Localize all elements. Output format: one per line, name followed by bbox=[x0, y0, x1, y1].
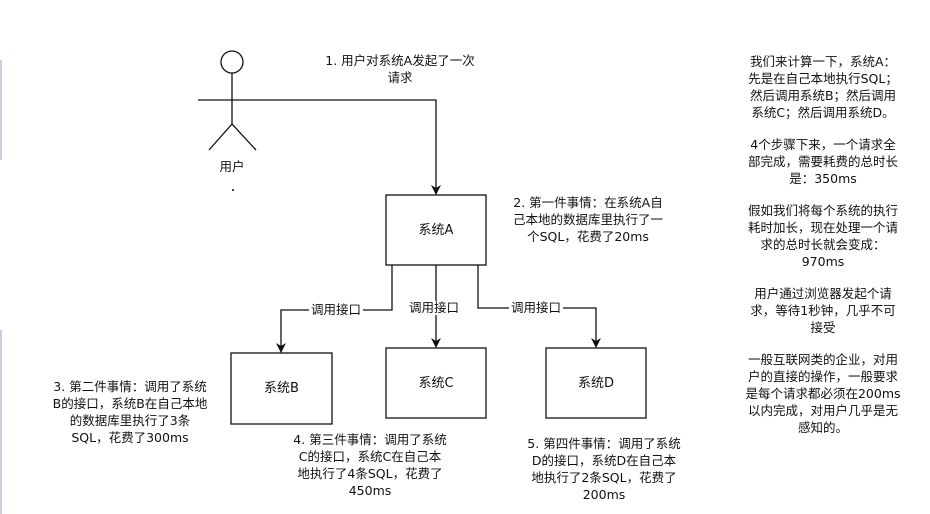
note-line: 用户通过浏览器发起个请 bbox=[754, 286, 892, 301]
explanation-notes: 我们来计算一下，系统A： 先是在自己本地执行SQL； 然后调用系统B；然后调用 … bbox=[734, 53, 912, 451]
note-longer-time: 假如我们将每个系统的执行 耗时加长，现在处理一个请 求的总时长就会变成： 970… bbox=[734, 202, 912, 270]
note-internet-requirement: 一般互联网类的企业，对用 户的直接的操作，一般要求 是每个请求都必须在200ms… bbox=[734, 351, 912, 436]
step-3-line: SQL，花费了300ms bbox=[71, 430, 189, 445]
note-line: 970ms bbox=[801, 254, 845, 269]
edge-label-a-to-c: 调用接口 bbox=[407, 300, 462, 315]
note-line: 系统C；然后调用系统D。 bbox=[751, 105, 895, 120]
note-calculation: 我们来计算一下，系统A： 先是在自己本地执行SQL； 然后调用系统B；然后调用 … bbox=[734, 53, 912, 121]
step-1-line: 请求 bbox=[387, 70, 413, 85]
left-edge-marks bbox=[0, 60, 2, 514]
system-d-label: 系统D bbox=[577, 376, 614, 391]
note-line: 4个步骤下来，一个请求全 bbox=[750, 137, 896, 152]
step-2-line: 个SQL，花费了20ms bbox=[527, 229, 649, 244]
step-4-annotation: 4. 第三件事情：调用了系统 C的接口，系统C在自己本 地执行了4条SQL，花费… bbox=[280, 431, 460, 499]
note-line: 一般互联网类的企业，对用 bbox=[747, 352, 898, 367]
step-4-line: 450ms bbox=[348, 483, 392, 498]
note-line: 我们来计算一下，系统A： bbox=[749, 54, 897, 69]
system-c-label: 系统C bbox=[418, 376, 454, 391]
note-line: 求的总时长就会变成： bbox=[760, 237, 886, 252]
step-3-annotation: 3. 第二件事情：调用了系统 B的接口，系统B在自己本地 的数据库里执行了3条 … bbox=[40, 378, 220, 446]
step-1-line: 1. 用户对系统A发起了一次 bbox=[325, 53, 475, 68]
system-a-label: 系统A bbox=[418, 223, 454, 238]
step-2-annotation: 2. 第一件事情：在系统A自 己本地的数据库里执行了一 个SQL，花费了20ms bbox=[498, 194, 678, 245]
user-label: 用户 bbox=[219, 159, 245, 174]
stray-dot bbox=[232, 189, 234, 191]
note-line: 是每个请求都必须在200ms bbox=[745, 386, 901, 401]
step-5-line: 地执行了2条SQL，花费了 bbox=[531, 470, 677, 485]
note-line: 耗时加长，现在处理一个请 bbox=[747, 220, 898, 235]
step-5-line: 200ms bbox=[582, 487, 626, 502]
note-line: 接受 bbox=[810, 320, 836, 335]
note-line: 然后调用系统B；然后调用 bbox=[749, 88, 897, 103]
system-d-box bbox=[545, 347, 647, 419]
step-5-annotation: 5. 第四件事情：调用了系统 D的接口，系统D在自己本 地执行了2条SQL，花费… bbox=[514, 435, 694, 503]
step-3-line: 3. 第二件事情：调用了系统 bbox=[53, 379, 207, 394]
step-1-annotation: 1. 用户对系统A发起了一次 请求 bbox=[310, 52, 490, 86]
step-2-line: 己本地的数据库里执行了一 bbox=[512, 212, 663, 227]
system-c-box bbox=[385, 347, 487, 419]
edge-label-a-to-d: 调用接口 bbox=[509, 300, 564, 315]
system-b-box bbox=[230, 352, 333, 425]
system-a-box bbox=[385, 194, 487, 266]
note-line: 求，等待1秒钟，几乎不可 bbox=[750, 303, 896, 318]
note-line: 先是在自己本地执行SQL； bbox=[748, 71, 898, 86]
note-line: 是：350ms bbox=[789, 171, 857, 186]
edge-user-to-system-a bbox=[266, 99, 441, 195]
note-total-time: 4个步骤下来，一个请求全 部完成，需要耗费的总时长 是：350ms bbox=[734, 136, 912, 187]
step-3-line: 的数据库里执行了3条 bbox=[69, 413, 191, 428]
user-figure-icon bbox=[198, 50, 266, 151]
note-line: 户的直接的操作，一般要求 bbox=[747, 369, 898, 384]
edge-label-a-to-b: 调用接口 bbox=[309, 302, 364, 317]
note-browser-wait: 用户通过浏览器发起个请 求，等待1秒钟，几乎不可 接受 bbox=[734, 285, 912, 336]
step-4-line: 地执行了4条SQL，花费了 bbox=[297, 466, 443, 481]
step-4-line: 4. 第三件事情：调用了系统 bbox=[293, 432, 447, 447]
step-4-line: C的接口，系统C在自己本 bbox=[298, 449, 442, 464]
step-2-line: 2. 第一件事情：在系统A自 bbox=[513, 195, 663, 210]
system-b-label: 系统B bbox=[264, 381, 299, 396]
step-5-line: 5. 第四件事情：调用了系统 bbox=[527, 436, 681, 451]
note-line: 部完成，需要耗费的总时长 bbox=[747, 154, 898, 169]
note-line: 假如我们将每个系统的执行 bbox=[747, 203, 898, 218]
step-3-line: B的接口，系统B在自己本地 bbox=[52, 396, 208, 411]
note-line: 以内完成，对用户几乎是无 bbox=[747, 403, 898, 418]
step-5-line: D的接口，系统D在自己本 bbox=[531, 453, 677, 468]
note-line: 感知的。 bbox=[797, 420, 848, 435]
